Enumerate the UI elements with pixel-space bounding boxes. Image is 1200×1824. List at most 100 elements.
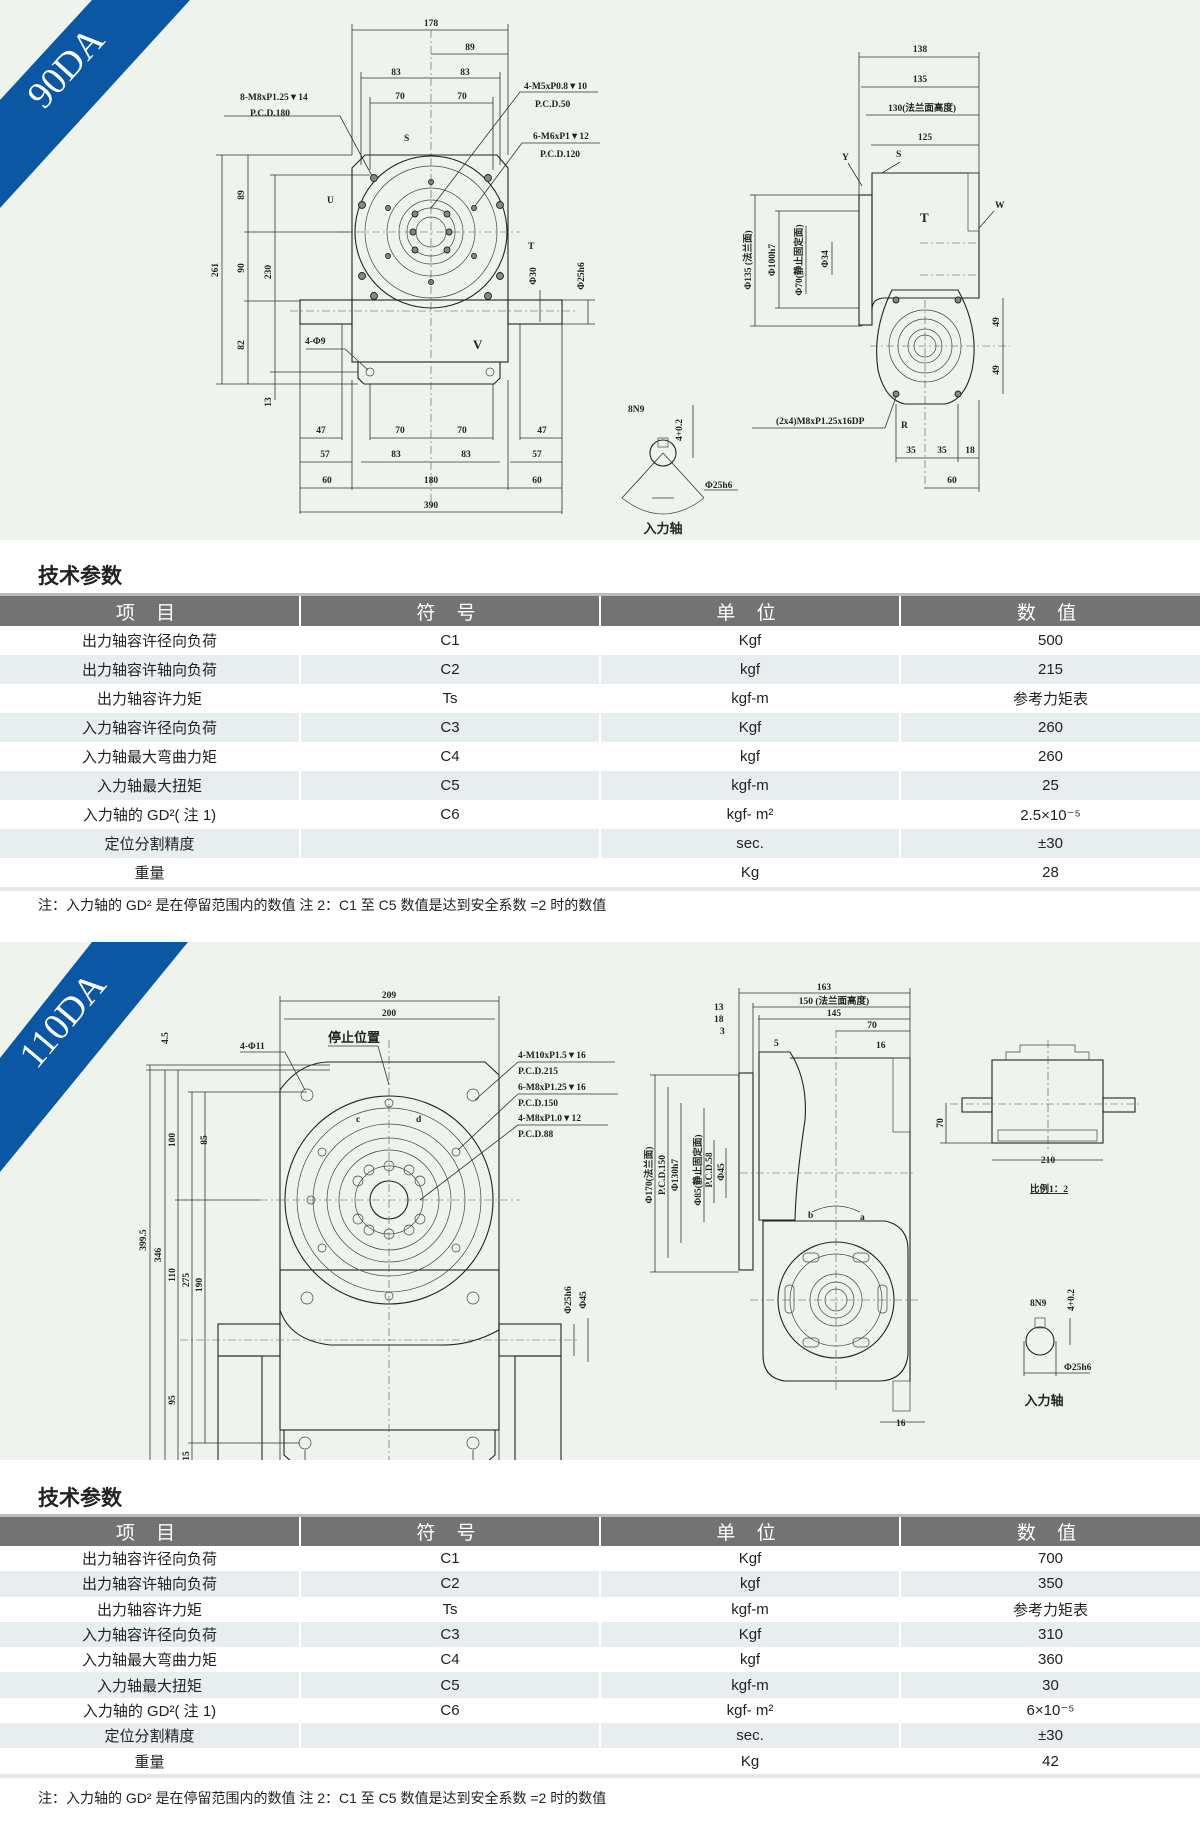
cell-value: 28 (899, 858, 1200, 891)
dim-label: 70 (936, 1118, 946, 1128)
dim-label: 60 (322, 476, 332, 486)
input-shaft-detail: 8N9 4+0.2 Φ25h6 入力轴 (621, 405, 738, 536)
side-dimensions: 163 150 (法兰面高度) 145 70 13 18 3 5 16 Φ170… (643, 983, 925, 1429)
cell-symbol: C2 (299, 1571, 600, 1597)
drawing-panel-110da: 110DA 209 200 停止位置 4-Φ11 (0, 942, 1200, 1460)
column-header-unit: 单 位 (599, 1514, 900, 1546)
dim-label: 163 (817, 983, 832, 993)
column-header-unit: 单 位 (599, 593, 900, 626)
dim-label: 230 (264, 265, 274, 280)
side-view: b a (738, 1030, 920, 1412)
dim-label: 4.5 (161, 1032, 171, 1044)
cell-item: 出力轴容许轴向负荷 (0, 655, 300, 684)
dim-label: 16 (876, 1041, 886, 1051)
cell-value: 310 (899, 1621, 1200, 1648)
cell-unit: kgf-m (599, 1596, 900, 1622)
dim-label: 49 (992, 365, 1002, 375)
dim-label: 145 (827, 1009, 842, 1019)
cell-symbol (299, 829, 600, 858)
callout-label: 4-M8xP1.0▼12 (518, 1114, 581, 1124)
dim-label: 60 (532, 476, 542, 486)
side-dimensions: 138 135 130(法兰面高度) 125 Y S W Φ135 (法兰面) … (742, 45, 1005, 492)
dim-label: 90 (237, 263, 247, 273)
dim-label: 4+0.2 (675, 419, 685, 441)
front-dimensions: 209 200 停止位置 4-Φ11 c d 4-M10xP1.5▼16 P.C… (139, 991, 618, 1460)
model-banner (0, 0, 190, 208)
cell-unit: Kgf (599, 713, 900, 742)
cell-value: 2.5×10⁻⁵ (899, 800, 1200, 829)
callout-label: 4-M10xP1.5▼16 (518, 1051, 586, 1061)
cell-symbol: C5 (299, 1672, 600, 1698)
dim-label: P.C.D.58 (705, 1152, 715, 1188)
cell-item: 出力轴容许径向负荷 (81, 633, 217, 650)
callout-label: 6-M6xP1▼12 (533, 132, 589, 142)
dim-label: 399.5 (139, 1229, 149, 1251)
dim-label: 13 (264, 397, 274, 407)
surface-label: S (404, 134, 409, 144)
cell-value: 260 (899, 713, 1200, 742)
cell-symbol: C5 (299, 771, 600, 800)
dim-label: 130(法兰面高度) (888, 102, 956, 114)
dim-label: 60 (947, 476, 957, 486)
dim-label: 180 (424, 476, 439, 486)
column-header-value: 数 值 (899, 593, 1200, 626)
cell-item: 入力轴的 GD²( 注 1) (82, 807, 217, 824)
section-title: 技术参数 (38, 565, 122, 588)
cell-value: 700 (899, 1546, 1200, 1572)
dim-label: 390 (424, 501, 439, 511)
cell-symbol: C4 (299, 742, 600, 771)
dim-label: 135 (913, 75, 928, 85)
cell-item: 入力轴的 GD²( 注 1) (82, 1702, 217, 1720)
cell-item: 出力轴容许轴向负荷 (0, 1571, 300, 1597)
dim-label: Φ45 (717, 1163, 727, 1181)
callout-label: 4-Φ11 (240, 1042, 265, 1052)
cell-item: 入力轴最大弯曲力矩 (81, 1652, 217, 1670)
dim-label: 178 (424, 19, 439, 29)
cell-symbol: C6 (299, 1697, 600, 1724)
dim-label: Φ25h6 (577, 262, 587, 290)
table-header-row: 项 目符 号单 位数 值 (0, 1514, 1200, 1546)
callout-label: P.C.D.215 (518, 1067, 558, 1077)
dim-label: Φ25h6 (564, 1286, 574, 1314)
cell-symbol: C1 (299, 626, 600, 655)
dim-label: 57 (532, 450, 542, 460)
drawing-panel-90da: 90DA 178 89 83 83 70 70 (0, 0, 1200, 540)
surface-label: U (327, 196, 334, 206)
dim-label: 70 (395, 92, 405, 102)
cell-unit: kgf-m (599, 684, 900, 713)
cell-item: 入力轴最大弯曲力矩 (81, 749, 217, 766)
surface-label: T (920, 210, 929, 225)
dim-label: 18 (965, 446, 975, 456)
dim-label: Φ135 (法兰面) (742, 230, 754, 289)
dim-label: 16 (896, 1419, 906, 1429)
scale-label: 比例1：2 (1030, 1183, 1068, 1195)
shaft-title: 入力轴 (643, 521, 682, 536)
cell-symbol: C4 (299, 1647, 600, 1673)
cell-unit: Kgf (599, 1621, 900, 1648)
cell-value: 215 (899, 655, 1200, 684)
cell-symbol (299, 858, 600, 891)
cell-value: 360 (899, 1647, 1200, 1673)
cell-symbol: C2 (299, 655, 600, 684)
dim-label: 346 (154, 1248, 164, 1263)
callout-label: 8-M8xP1.25▼14 (240, 93, 308, 103)
dim-label: 110 (168, 1268, 178, 1282)
section-title: 技术参数 (38, 1487, 122, 1510)
dim-label: Φ25h6 (1064, 1363, 1092, 1373)
cell-unit: kgf- m² (599, 1697, 900, 1724)
dim-label: 5 (774, 1039, 779, 1049)
dim-label: Φ30 (529, 267, 539, 285)
surface-label: S (896, 150, 901, 160)
front-dimensions: 178 89 83 83 70 70 8-M8xP1.25▼14 P.C.D.1… (211, 19, 600, 514)
side-view: T (858, 172, 1010, 490)
top-view: 70 210 比例1：2 (936, 1040, 1142, 1195)
cell-unit: Kgf (599, 626, 900, 655)
cell-symbol: Ts (299, 684, 600, 713)
cell-item: 重量 (0, 1748, 300, 1778)
